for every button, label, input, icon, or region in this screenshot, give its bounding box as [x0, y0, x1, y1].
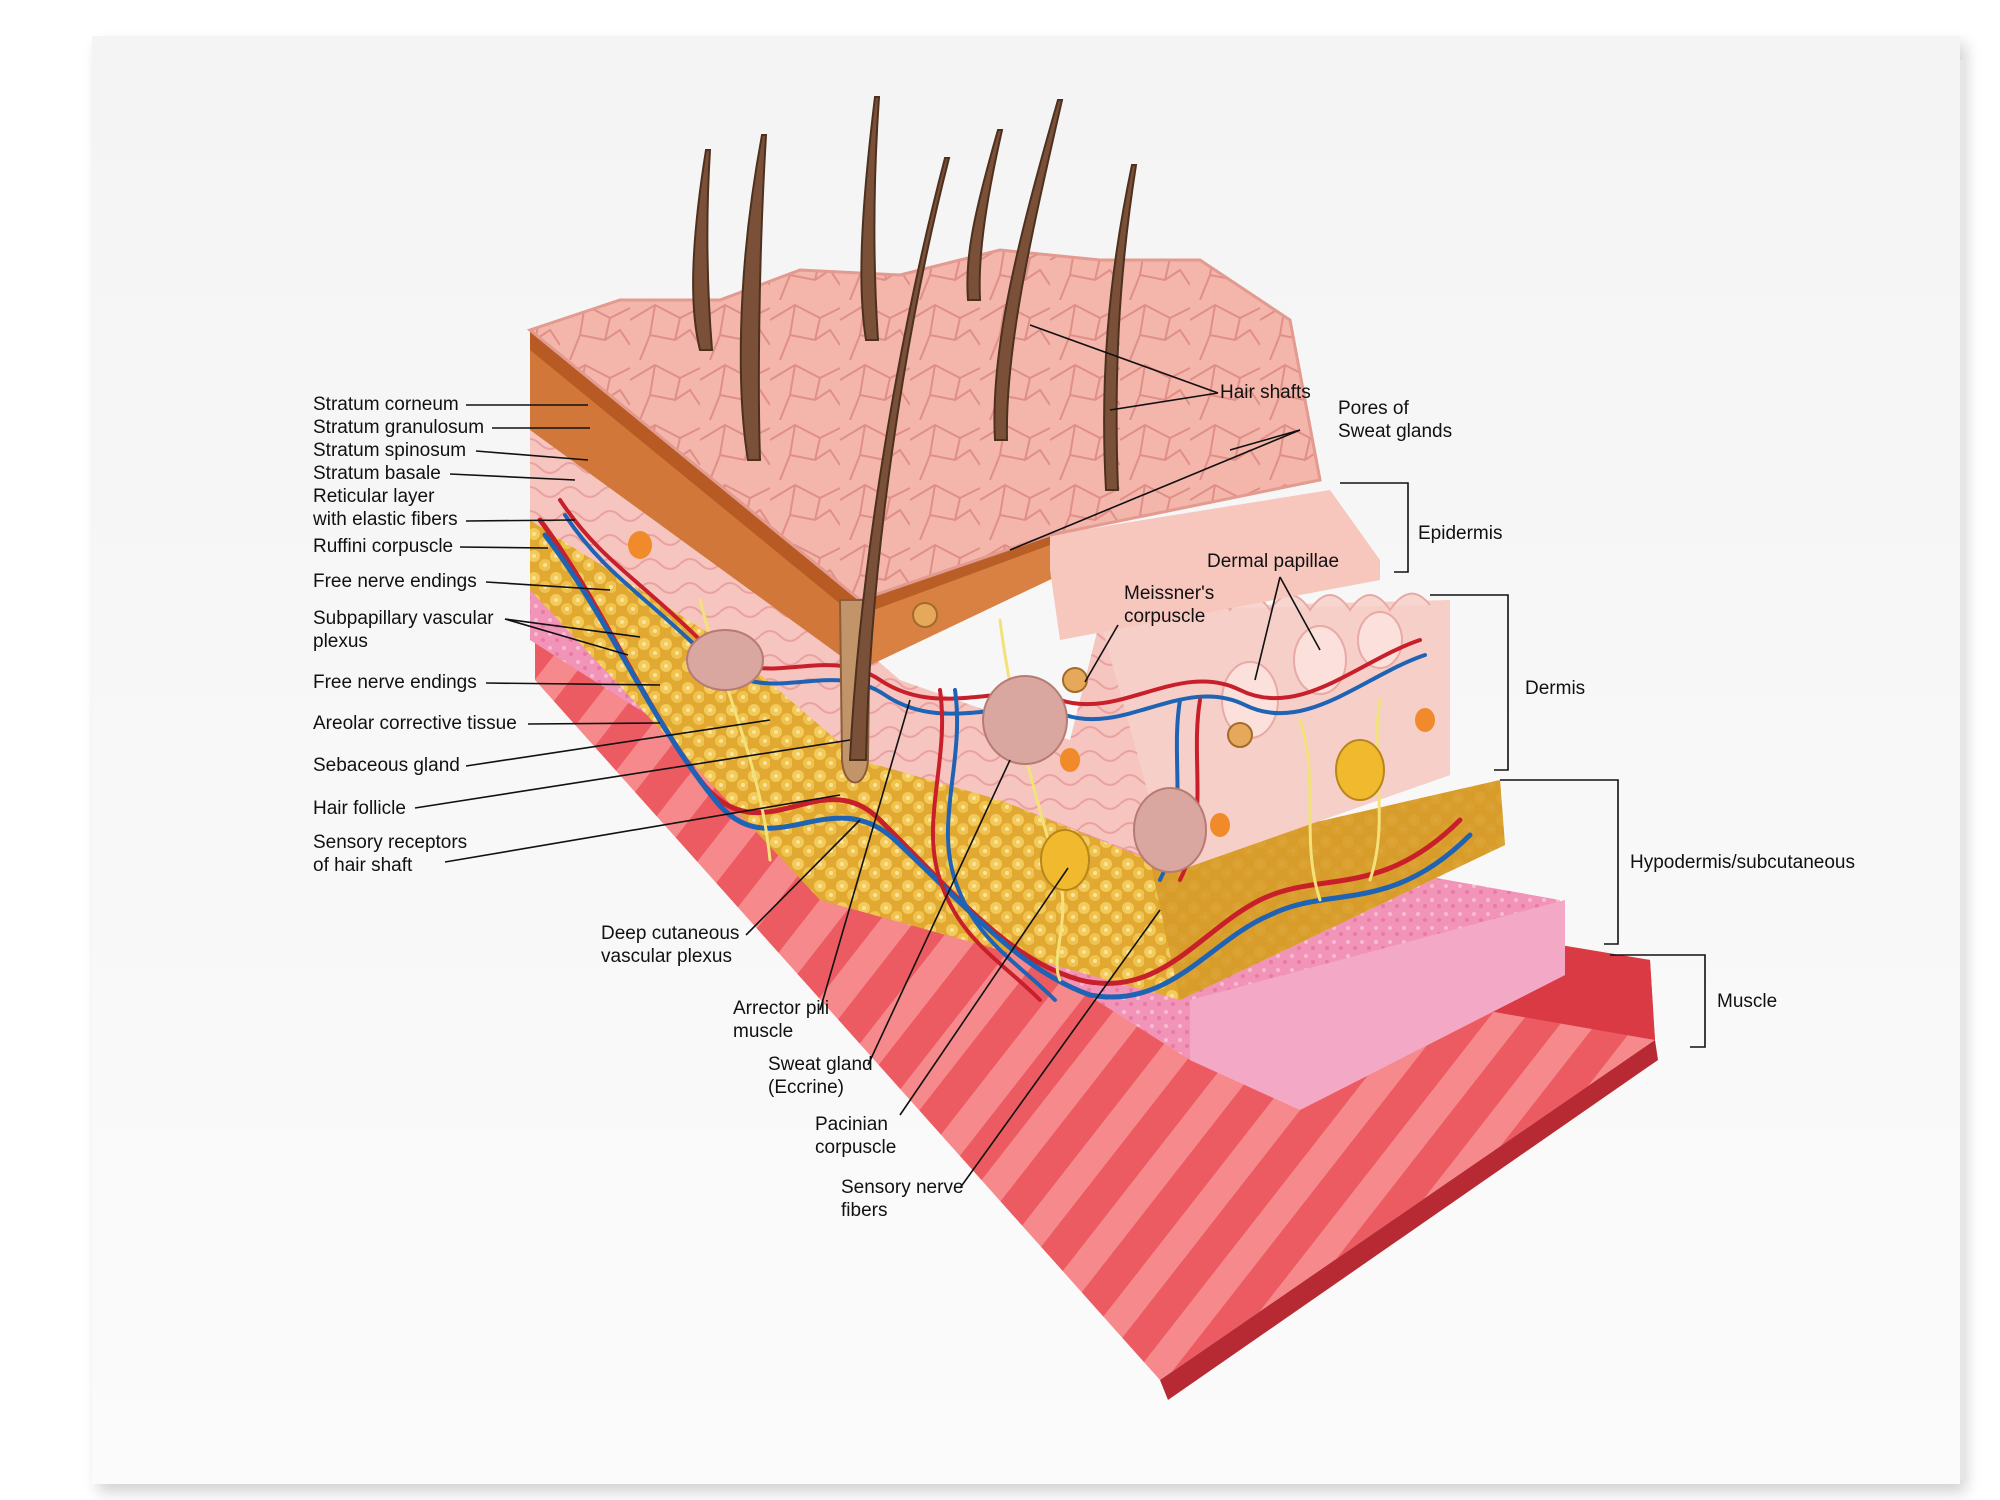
label-ruffini-corpuscle: Ruffini corpuscle [313, 536, 454, 557]
backdrop-panel-edge [1960, 60, 1966, 1480]
leader-lines-left [414, 404, 861, 936]
label-muscle: Muscle [1717, 991, 1778, 1012]
label-stratum-basale: Stratum basale [313, 463, 441, 484]
label-sebaceous-gland: Sebaceous gland [313, 755, 460, 776]
label-epidermis: Epidermis [1418, 523, 1503, 544]
epidermis-layer [530, 330, 1380, 670]
label-hypodermis: Hypodermis/subcutaneous [1630, 852, 1855, 873]
label-arrector-pili: Arrector pili muscle [733, 998, 830, 1042]
glands-and-receptors [628, 531, 1435, 891]
label-reticular-layer: Reticular layer with elastic fibers [313, 486, 458, 530]
label-pacinian-corpuscle: Pacinian corpuscle [815, 1114, 897, 1158]
label-stratum-granulosum: Stratum granulosum [313, 417, 485, 438]
label-free-nerve-endings-upper: Free nerve endings [313, 571, 477, 592]
label-stratum-corneum: Stratum corneum [313, 394, 459, 415]
label-pores-sweat-glands: Pores of Sweat glands [1338, 398, 1453, 442]
label-sweat-gland: Sweat gland (Eccrine) [768, 1054, 873, 1098]
label-dermis: Dermis [1525, 678, 1586, 699]
label-meissners-corpuscle: Meissner's corpuscle [1124, 583, 1215, 627]
leader-lines-right [819, 324, 1706, 1189]
label-stratum-spinosum: Stratum spinosum [313, 440, 467, 461]
hypodermis-fat-layer [530, 520, 1505, 1000]
hair-shafts [692, 96, 1138, 761]
label-sensory-receptors: Sensory receptors of hair shaft [313, 832, 468, 876]
label-hair-shafts: Hair shafts [1220, 382, 1311, 403]
label-deep-cutaneous-plexus: Deep cutaneous vascular plexus [601, 923, 740, 967]
skin-surface [526, 248, 1322, 602]
label-hair-follicle: Hair follicle [313, 798, 406, 819]
label-free-nerve-endings-lower: Free nerve endings [313, 672, 477, 693]
label-dermal-papillae: Dermal papillae [1207, 551, 1340, 572]
label-sensory-nerve-fibers: Sensory nerve fibers [841, 1177, 964, 1221]
label-areolar-tissue: Areolar corrective tissue [313, 713, 517, 734]
label-subpapillary-vascular-plexus: Subpapillary vascular plexus [313, 608, 494, 652]
vascular-network [537, 498, 1473, 1002]
